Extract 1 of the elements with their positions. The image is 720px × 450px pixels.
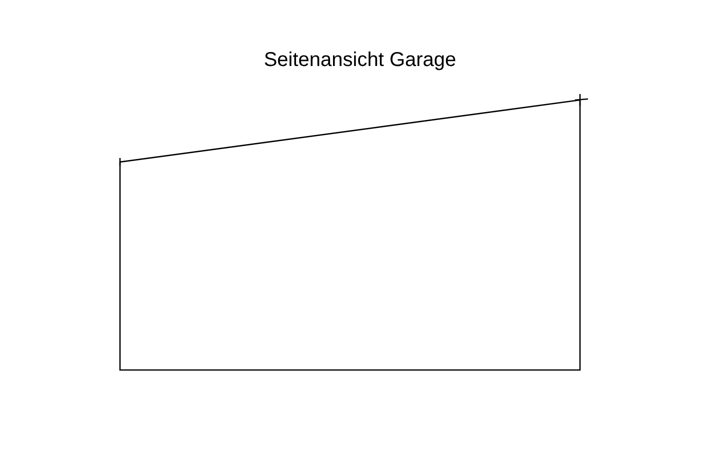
diagram-title: Seitenansicht Garage (264, 49, 456, 72)
